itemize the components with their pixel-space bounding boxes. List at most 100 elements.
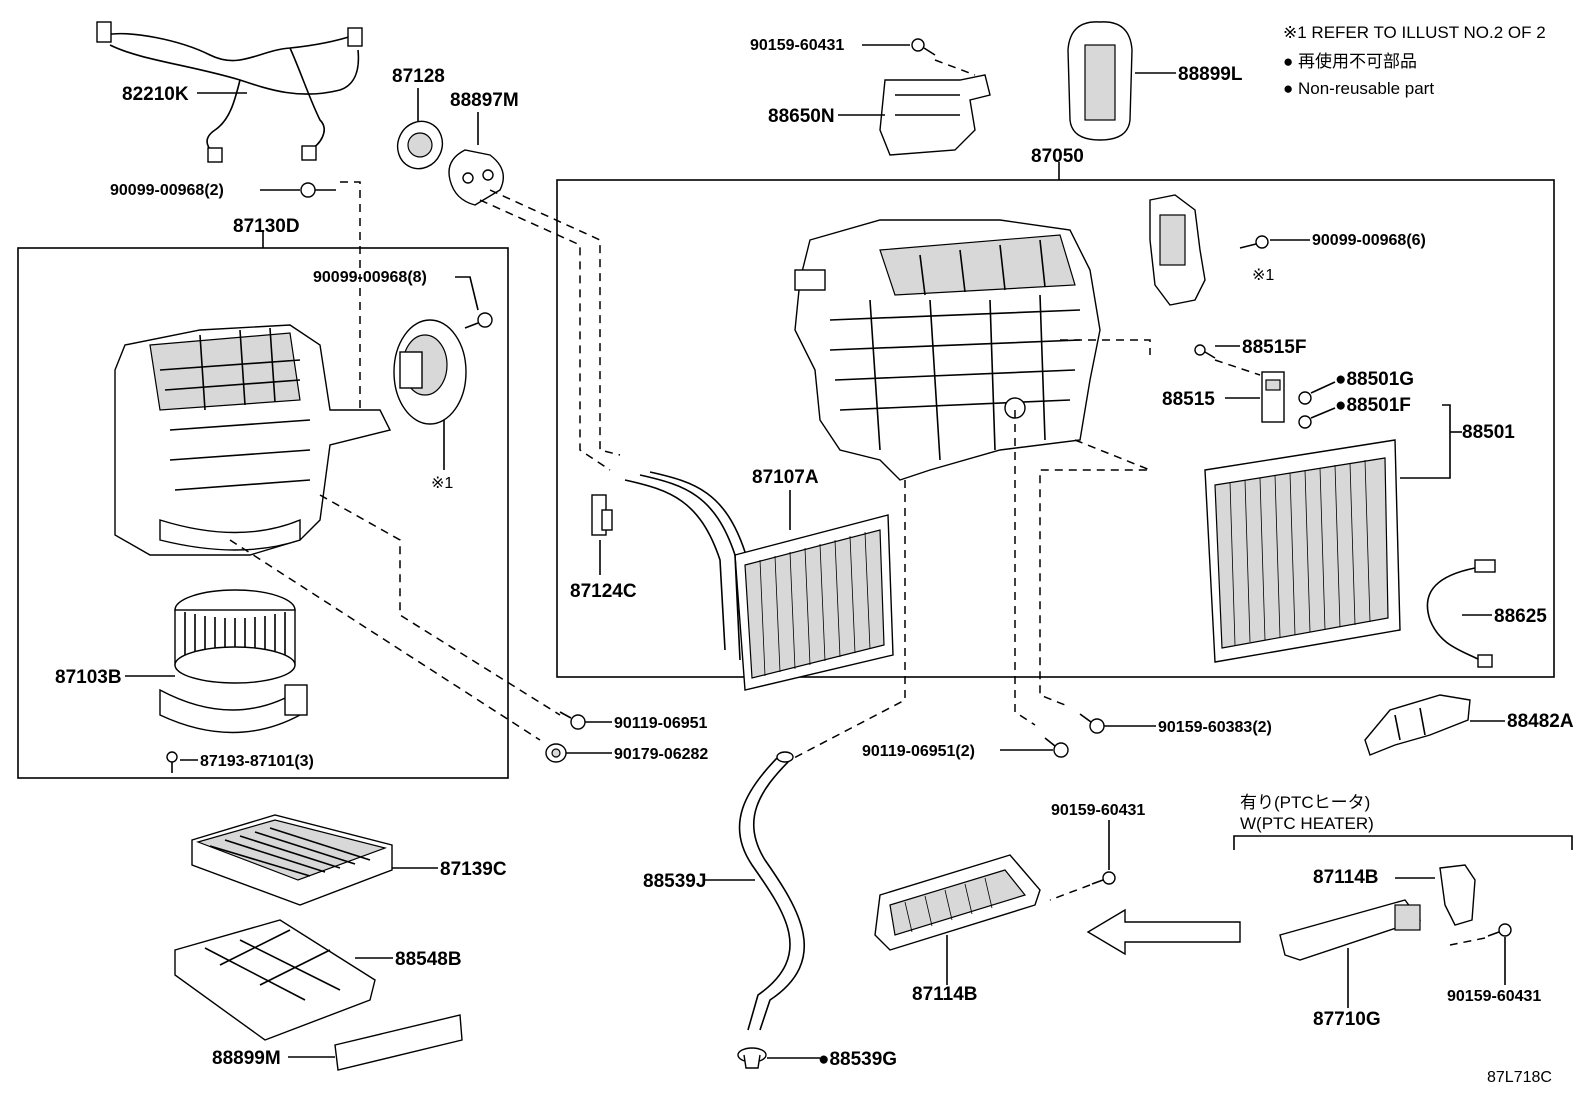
unit-dashed-path-2 [1039, 439, 1151, 706]
clip-part [591, 494, 613, 536]
ptc-section-bracket [1233, 835, 1573, 850]
air-filter-part [191, 814, 393, 906]
bolt-dashed-path [340, 181, 361, 420]
ptc-element-part [1279, 899, 1422, 961]
bolt-icon [300, 182, 336, 198]
screw-icon [1239, 235, 1269, 249]
bolt-icon [1044, 737, 1069, 758]
part-label-87103B: 87103B [55, 667, 122, 688]
plate-part [448, 149, 504, 206]
filter-cover-plate-part [334, 1014, 463, 1071]
grommet-part [396, 120, 444, 170]
bolt-icon [1194, 344, 1216, 359]
part-label-87107A: 87107A [752, 467, 819, 488]
part-label-90159-60431-mid: 90159-60431 [1051, 802, 1145, 819]
88501-bracket [1400, 404, 1451, 479]
filter-cover-part [1067, 21, 1133, 141]
filter-case-part [174, 919, 376, 1041]
damper-actuator-part [393, 319, 467, 425]
nut-icon [545, 743, 567, 763]
part-label-88501F: ●88501F [1335, 395, 1411, 416]
part-label-87114B-ptc: 87114B [1313, 867, 1379, 888]
part-label-90119-06951-2: 90119-06951(2) [862, 743, 975, 760]
part-label-88899L: 88899L [1178, 64, 1243, 85]
part-label-90099-00968-8: 90099-00968(8) [313, 269, 427, 286]
wire-harness-part [96, 21, 363, 163]
part-label-90159-60431-ptc: 90159-60431 [1447, 988, 1541, 1005]
part-label-88501: 88501 [1462, 422, 1515, 443]
o-ring-icon [1298, 415, 1312, 429]
ptc-heading-jp: 有り(PTCヒータ) [1240, 793, 1370, 812]
plate-dashed-path-1 [489, 189, 621, 456]
part-label-87193-87101-3: 87193-87101(3) [200, 753, 314, 770]
screw-icon [464, 312, 493, 329]
88501G-leader [1310, 381, 1336, 394]
bolt-dashed-path [1049, 884, 1091, 901]
part-label-87050: 87050 [1031, 146, 1084, 167]
replacement-arrow-icon [1086, 908, 1241, 956]
blower-dashed-path-1 [319, 494, 561, 716]
ref1-right-label: ※1 [1252, 267, 1274, 284]
blower-case-part [114, 324, 392, 556]
part-label-82210K: 82210K [122, 84, 189, 105]
bolt-icon [911, 38, 936, 56]
part-label-88539J: 88539J [643, 871, 706, 892]
part-label-87139C: 87139C [440, 859, 507, 880]
evaporator-part [1204, 439, 1401, 663]
part-label-90159-60383-2: 90159-60383(2) [1158, 719, 1272, 736]
part-label-88539G: ●88539G [818, 1049, 897, 1070]
duct-bracket-part [1364, 694, 1471, 756]
part-label-88897M: 88897M [450, 90, 519, 111]
bolt-icon [1091, 871, 1116, 885]
part-label-90159-60431-top: 90159-60431 [750, 37, 844, 54]
ptc-bracket-part [1439, 864, 1476, 926]
plate-dashed-path-2 [479, 199, 611, 471]
expansion-valve-part [1261, 371, 1285, 423]
part-label-90179-06282: 90179-06282 [614, 746, 708, 763]
screw-icon [166, 751, 178, 773]
part-label-88501G: ●88501G [1335, 369, 1414, 390]
part-label-90119-06951: 90119-06951 [614, 715, 708, 732]
part-label-87710G: 87710G [1313, 1009, 1381, 1030]
part-label-88899M: 88899M [212, 1048, 281, 1069]
heater-core-part [624, 471, 894, 691]
88515F-dashed-path [1214, 359, 1261, 376]
ptc-heading-en: W(PTC HEATER) [1240, 814, 1374, 833]
bolt-dashed-path [1449, 937, 1486, 946]
non-reusable-note-jp: ● 再使用不可部品 [1283, 51, 1417, 71]
88501F-leader [1310, 407, 1336, 419]
damper-servo-part [1149, 194, 1206, 306]
drain-cap-part [737, 1047, 767, 1069]
ptc-heater-part [874, 854, 1041, 951]
ac-unit-housing-part [794, 219, 1101, 481]
drain-hose-part [738, 751, 806, 1031]
part-label-88548B: 88548B [395, 949, 462, 970]
blower-motor-part [159, 589, 308, 734]
bolt-icon [1079, 713, 1105, 734]
blower-dashed-path-2 [229, 539, 541, 741]
90099-00968-8-leader [455, 276, 479, 311]
temperature-sensor-part [1426, 559, 1496, 668]
unit-dashed-path-4 [789, 480, 906, 761]
unit-dashed-path-1 [1060, 339, 1151, 355]
part-label-87128: 87128 [392, 66, 445, 87]
part-label-90099-00968-2: 90099-00968(2) [110, 182, 224, 199]
part-label-88482A: 88482A [1507, 711, 1574, 732]
refer-note: ※1 REFER TO ILLUST NO.2 OF 2 [1283, 23, 1546, 42]
part-label-88515F: 88515F [1242, 337, 1306, 358]
part-label-87124C: 87124C [570, 581, 637, 602]
part-label-88625: 88625 [1494, 606, 1547, 627]
part-label-87130D: 87130D [233, 216, 300, 237]
unit-dashed-path-3 [1014, 410, 1036, 726]
bolt-icon [1487, 923, 1512, 937]
bracket-part [879, 74, 991, 156]
unit-assembly-box [556, 179, 1555, 678]
ref1-left-label: ※1 [431, 475, 453, 492]
part-label-88515: 88515 [1162, 389, 1215, 410]
o-ring-icon [1298, 391, 1312, 405]
non-reusable-note-en: ● Non-reusable part [1283, 79, 1434, 98]
part-label-88650N: 88650N [768, 106, 835, 127]
illustration-code: 87L718C [1487, 1069, 1552, 1086]
bolt-dashed-path [934, 59, 976, 76]
